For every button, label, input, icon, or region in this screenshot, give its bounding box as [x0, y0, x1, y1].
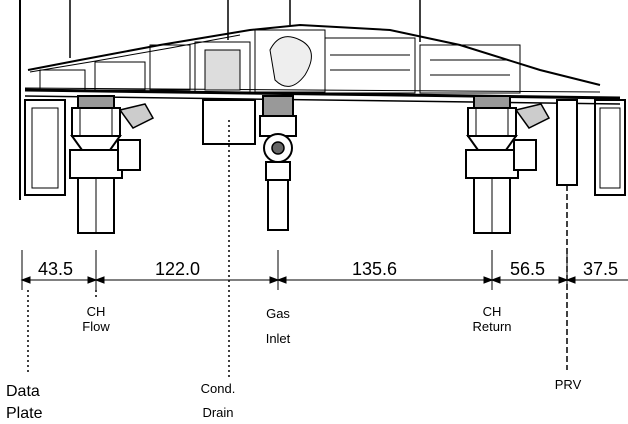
dimension-line: [20, 250, 628, 290]
label-ch-flow: CH: [87, 304, 106, 319]
boiler-body: [19, 0, 621, 200]
dimension-value: 43.5: [38, 259, 73, 279]
label-ch-return: Return: [472, 319, 511, 334]
ch-flow-valve: [69, 95, 155, 234]
internal-components: [39, 29, 521, 94]
right-side-box: [594, 99, 626, 196]
dimension-value: 122.0: [155, 259, 200, 279]
leader-lines: [27, 120, 568, 378]
label-data-plate: Plate: [6, 405, 43, 422]
prv-pipe: [556, 99, 578, 186]
dimension-value: 37.5: [583, 259, 618, 279]
gas-inlet-valve: [259, 95, 297, 231]
dimension-value: 56.5: [510, 259, 545, 279]
label-ch-return: CH: [483, 304, 502, 319]
dimension-value: 135.6: [352, 259, 397, 279]
label-cond-drain: Drain: [202, 405, 233, 420]
ch-return-valve: [465, 95, 551, 234]
label-data-plate: Data: [6, 383, 40, 400]
label-gas-inlet: Inlet: [266, 331, 291, 346]
label-prv: PRV: [555, 377, 582, 392]
label-cond-drain: Cond.: [201, 381, 236, 396]
left-side-box: [24, 99, 66, 196]
label-ch-flow: Flow: [82, 319, 110, 334]
label-gas-inlet: Gas: [266, 306, 290, 321]
